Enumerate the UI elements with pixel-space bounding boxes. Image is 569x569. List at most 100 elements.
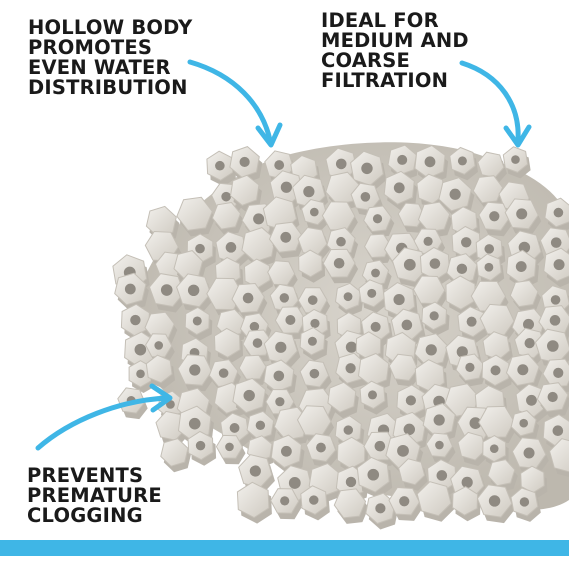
ring-hole	[307, 295, 318, 305]
ceramic-ring	[145, 354, 173, 384]
caption-ideal-for: IDEAL FOR MEDIUM AND COARSE FILTRATION	[321, 11, 469, 91]
ring-hole	[274, 160, 285, 170]
ring-hole	[345, 476, 357, 488]
ring-hole	[275, 341, 287, 353]
arrow-clog	[35, 395, 171, 451]
caption-line: COARSE	[321, 49, 411, 72]
ring-hole	[239, 156, 250, 168]
ring-hole	[307, 336, 317, 346]
ring-hole	[309, 495, 319, 505]
ring-hole	[252, 338, 263, 348]
ceramic-ring	[479, 303, 515, 336]
ceramic-ring	[357, 352, 390, 387]
ring-hole	[401, 319, 413, 331]
arrow-hollow-head	[255, 122, 283, 148]
ring-hole	[310, 207, 319, 217]
ring-hole	[225, 242, 237, 253]
ring-hole	[489, 444, 499, 453]
caption-line: IDEAL FOR	[321, 9, 439, 32]
ceramic-ring	[417, 201, 451, 233]
ring-hole	[550, 237, 562, 248]
ring-hole	[553, 259, 565, 271]
caption-hollow-body: HOLLOW BODY PROMOTES EVEN WATER DISTRIBU…	[28, 18, 192, 98]
ring-hole	[397, 154, 408, 165]
ring-hole	[345, 341, 358, 353]
ceramic-ring	[267, 260, 296, 286]
ring-hole	[189, 364, 201, 376]
ring-hole	[424, 156, 436, 168]
ring-hole	[370, 321, 381, 332]
ceramic-ring	[236, 481, 270, 519]
caption-line: DISTRIBUTION	[28, 76, 188, 99]
ring-hole	[490, 365, 501, 376]
ring-hole	[367, 468, 380, 481]
ceramic-ring	[176, 196, 213, 231]
ring-hole	[218, 368, 229, 378]
ring-hole	[429, 311, 439, 321]
caption-prevents-clogging: PREVENTS PREMATURE CLOGGING	[27, 466, 162, 526]
ring-hole	[375, 503, 386, 514]
ring-hole	[275, 397, 285, 407]
ring-hole	[488, 495, 501, 507]
ring-group	[112, 144, 569, 530]
ring-hole	[154, 341, 164, 350]
ring-hole	[549, 315, 561, 326]
ceramic-ring	[229, 174, 260, 206]
arrow-ideal	[459, 60, 521, 143]
caption-line: PREVENTS	[27, 464, 144, 487]
ceramic-ring	[243, 258, 271, 289]
ring-hole	[397, 444, 409, 457]
ring-hole	[255, 420, 266, 431]
ring-hole	[361, 162, 373, 175]
ring-hole	[192, 316, 202, 326]
ceramic-ring	[509, 279, 539, 308]
ring-hole	[316, 442, 326, 453]
ceramic-ring	[333, 488, 367, 519]
ring-hole	[484, 262, 494, 272]
caption-line: FILTRATION	[321, 69, 449, 92]
ring-hole	[469, 417, 482, 430]
ring-hole	[519, 418, 529, 428]
ring-hole	[403, 258, 416, 271]
ring-hole	[280, 181, 292, 193]
ring-hole	[188, 417, 201, 430]
ring-hole	[523, 447, 535, 459]
ceramic-ring	[457, 431, 486, 461]
ring-hole	[242, 292, 254, 304]
ring-hole	[456, 346, 468, 358]
ring-hole	[547, 391, 558, 403]
ring-hole	[553, 367, 564, 379]
ring-hole	[187, 284, 200, 297]
ring-hole	[403, 423, 415, 436]
ring-hole	[336, 236, 346, 247]
accent-bar	[0, 540, 569, 556]
ring-hole	[465, 362, 475, 372]
ring-hole	[461, 476, 473, 488]
ceramic-ring	[213, 327, 241, 358]
ring-hole	[288, 477, 301, 489]
ring-hole	[433, 414, 445, 426]
ring-hole	[243, 389, 255, 402]
ring-hole	[552, 425, 564, 437]
ring-hole	[517, 364, 529, 376]
ring-hole	[484, 244, 495, 254]
ring-hole	[524, 338, 535, 349]
ring-hole	[280, 445, 292, 457]
ring-hole	[550, 295, 561, 305]
caption-line: EVEN WATER	[28, 56, 171, 79]
ring-hole	[280, 496, 290, 506]
ceramic-ring	[450, 206, 478, 236]
ring-hole	[436, 470, 448, 481]
ring-hole	[449, 188, 461, 200]
ceramic-ring	[451, 486, 479, 516]
ring-hole	[343, 292, 353, 302]
ring-hole	[221, 191, 231, 202]
ring-hole	[372, 214, 383, 224]
ring-hole	[345, 363, 356, 374]
ring-hole	[195, 243, 205, 254]
ring-hole	[285, 314, 296, 325]
ceramic-ring	[327, 381, 357, 413]
ring-hole	[523, 318, 535, 330]
